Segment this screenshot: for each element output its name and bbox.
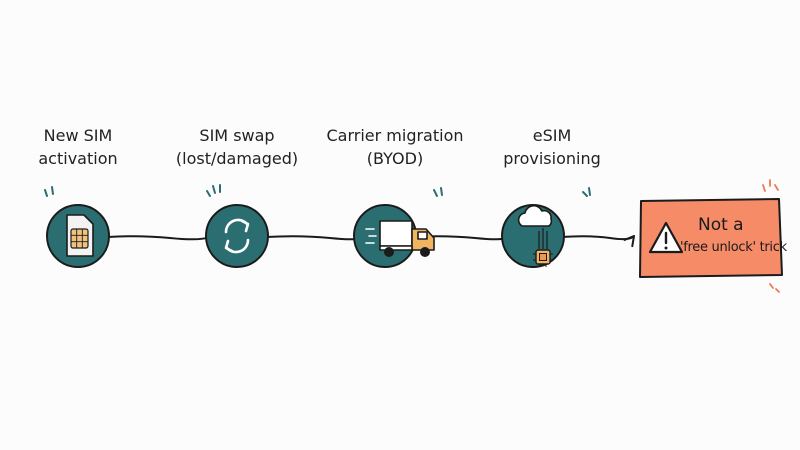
- step-label-line: (BYOD): [366, 149, 424, 168]
- step-label-line: Carrier migration: [326, 126, 464, 145]
- step-label-line: eSIM: [532, 126, 572, 145]
- accent-marks: [44, 186, 54, 197]
- warning-triangle-icon: [648, 221, 684, 254]
- step-label-line: SIM swap: [199, 126, 275, 145]
- sim-card-icon: [66, 214, 94, 257]
- step-label-line: activation: [38, 149, 118, 168]
- warning-text: Not a 'free unlock' trick: [680, 214, 800, 258]
- step-label-new-sim: New SIM activation: [0, 124, 158, 170]
- step-circle-esim: [501, 187, 591, 268]
- accent-marks: [206, 184, 221, 197]
- refresh-arrows-icon: [224, 218, 250, 254]
- step-circle-sim: [44, 186, 110, 268]
- step-label-line: (lost/damaged): [175, 149, 299, 168]
- warning-line-2: 'free unlock' trick: [680, 240, 787, 255]
- accent-marks: [433, 187, 443, 197]
- connector-line: [107, 235, 211, 241]
- accent-marks: [762, 179, 780, 293]
- warning-line-1: Not a: [698, 215, 744, 235]
- step-label-carrier-migration: Carrier migration (BYOD): [315, 124, 475, 170]
- cloud-chip-icon: [517, 205, 553, 267]
- step-circle-migration: [353, 187, 443, 268]
- step-label-sim-swap: SIM swap (lost/damaged): [157, 124, 317, 170]
- step-circle-swap: [205, 184, 269, 268]
- step-label-esim: eSIM provisioning: [472, 124, 632, 170]
- warning-box: [639, 179, 783, 293]
- connector-line: [265, 235, 361, 241]
- step-label-line: provisioning: [503, 149, 601, 168]
- connector-arrow: [560, 235, 635, 248]
- delivery-truck-icon: [365, 220, 435, 258]
- accent-marks: [582, 187, 591, 197]
- step-label-line: New SIM: [43, 126, 113, 145]
